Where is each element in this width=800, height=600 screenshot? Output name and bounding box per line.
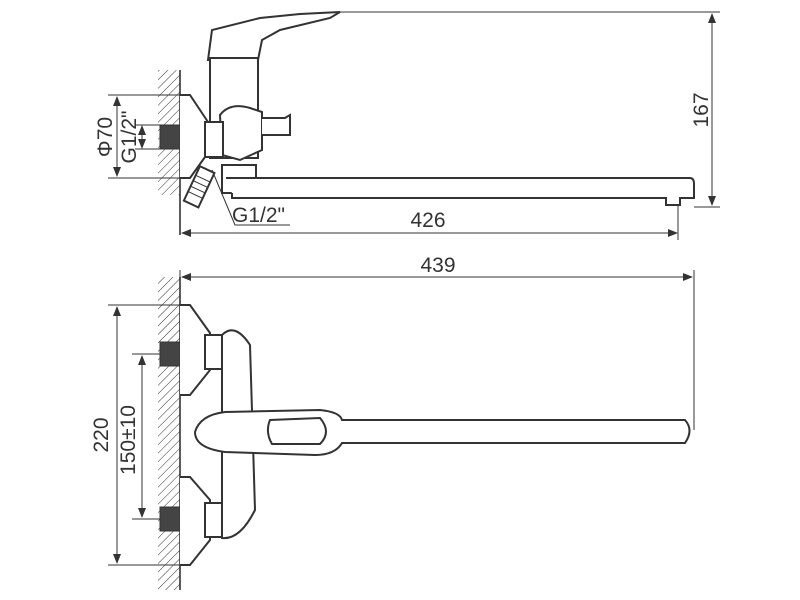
nut	[204, 121, 224, 158]
spout	[226, 177, 695, 206]
wall-thread-label: G1/2"	[118, 111, 141, 164]
hose-connector	[182, 164, 216, 209]
wall-pipe	[159, 124, 181, 150]
lever-opening	[266, 416, 327, 445]
reach-426-label: 426	[410, 209, 445, 232]
phi70-label: Φ70	[94, 117, 117, 157]
hose-thread-label: G1/2"	[232, 204, 285, 227]
length-439-label: 439	[420, 254, 455, 277]
center-150-label: 150±10	[117, 405, 140, 475]
lever-handle	[206, 11, 341, 61]
side-view: Φ70 G1/2" G1/2" 426 167	[94, 11, 720, 240]
height-167-label: 167	[690, 92, 713, 127]
top-view: 439 220 150±10	[90, 254, 695, 590]
height-220-label: 220	[90, 417, 113, 452]
wall-hatch	[158, 277, 180, 590]
diverter	[262, 113, 291, 136]
